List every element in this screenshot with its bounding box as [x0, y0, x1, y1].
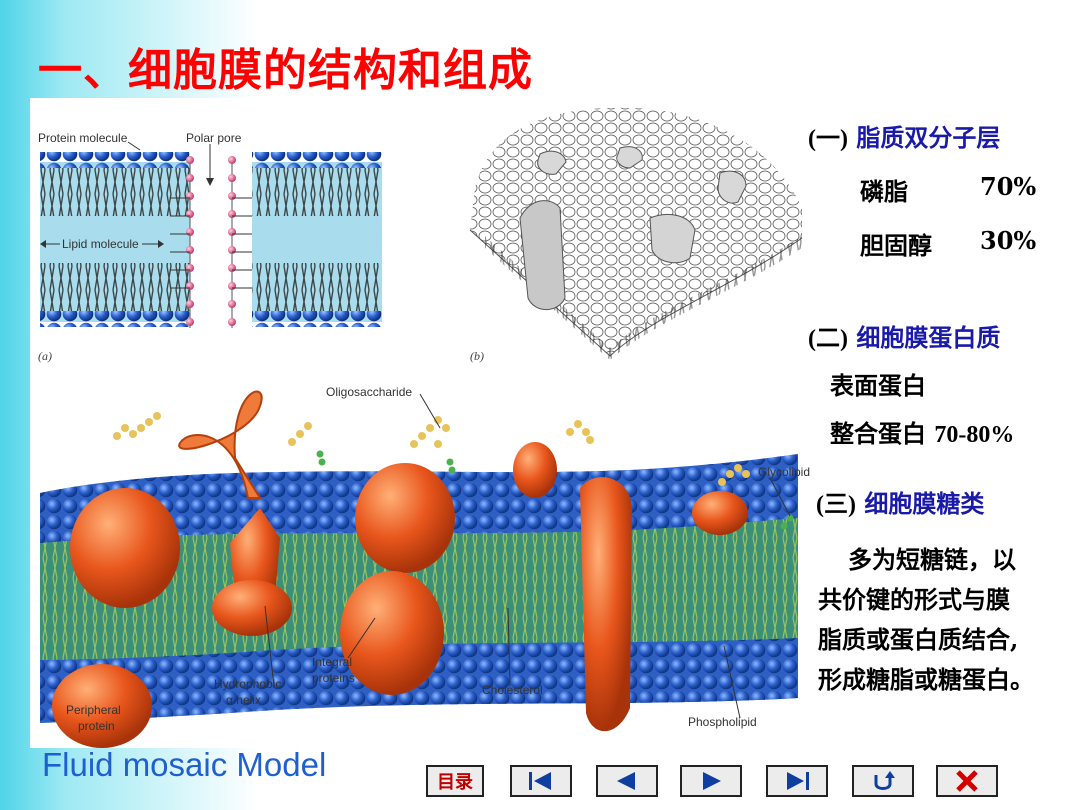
section-2-heading: (二) 细胞膜蛋白质 — [808, 318, 1000, 353]
section-1-row-phospholipid-label: 磷脂 — [860, 177, 908, 206]
label-polar-pore: Polar pore — [186, 131, 242, 145]
section-3-heading: (三) 细胞膜糖类 — [816, 484, 984, 519]
section-3-line-4: 形成糖脂或糖蛋白。 — [818, 665, 1034, 694]
section-1-heading: (一) 脂质双分子层 — [808, 118, 1000, 153]
model-caption: Fluid mosaic Model — [42, 746, 327, 783]
section-2-title: 细胞膜蛋白质 — [856, 323, 1001, 352]
section-3-line-2: 共价键的形式与膜 — [818, 585, 1010, 614]
label-phospholipid: Phospholipid — [688, 715, 757, 729]
label-lipid-molecule: Lipid molecule — [62, 237, 139, 251]
close-icon — [956, 770, 978, 792]
return-icon — [874, 771, 895, 790]
prev-slide-button[interactable] — [596, 765, 658, 797]
label-protein: protein — [78, 719, 115, 733]
last-slide-button[interactable] — [766, 765, 828, 797]
label-cholesterol: Cholesterol — [482, 683, 543, 697]
label-oligosaccharide: Oligosaccharide — [326, 385, 412, 399]
section-3-number: (三) — [816, 492, 856, 518]
label-integral: Integral — [312, 655, 352, 669]
section-2-item-integral-label: 整合蛋白 — [830, 419, 926, 448]
section-2-item-integral-value: 70-80% — [934, 422, 1015, 448]
section-1-number: (一) — [808, 126, 848, 152]
panel-a-diagram — [40, 141, 382, 328]
panel-c-diagram — [40, 390, 798, 748]
label-proteins: proteins — [312, 671, 355, 685]
panel-a-tag: (a) — [38, 349, 52, 363]
panel-b-tag: (b) — [470, 349, 484, 363]
prev-icon — [617, 772, 635, 790]
menu-button[interactable]: 目录 — [426, 765, 484, 797]
membrane-illustration: Protein molecule Polar pore Lipid molecu… — [38, 107, 810, 748]
label-peripheral: Peripheral — [66, 703, 121, 717]
membrane-figure: Protein molecule Polar pore Lipid molecu… — [30, 98, 820, 748]
return-button[interactable] — [852, 765, 914, 797]
close-button[interactable] — [936, 765, 998, 797]
section-3-title: 细胞膜糖类 — [864, 489, 985, 518]
section-2-number: (二) — [808, 326, 848, 352]
section-1-row-cholesterol-label: 胆固醇 — [860, 231, 932, 260]
section-1-title: 脂质双分子层 — [856, 123, 1001, 152]
section-1-row-cholesterol-value: 30% — [980, 226, 1037, 255]
first-slide-button[interactable] — [510, 765, 572, 797]
label-alpha-helix: α helix — [226, 693, 261, 707]
next-slide-button[interactable] — [680, 765, 742, 797]
section-2-item-integral-protein: 整合蛋白 70-80% — [830, 414, 1014, 449]
label-hydrophobic: Hydrophobic — [214, 677, 281, 691]
label-protein-molecule: Protein molecule — [38, 131, 128, 145]
last-icon — [787, 772, 809, 790]
section-3-line-3: 脂质或蛋白质结合, — [818, 625, 1019, 654]
label-glycolipid: Glycolipid — [758, 465, 810, 479]
first-icon — [529, 772, 551, 790]
section-1-row-phospholipid-value: 70% — [980, 172, 1037, 201]
next-icon — [703, 772, 721, 790]
slide-title: 一、细胞膜的结构和组成 — [38, 45, 533, 96]
section-3-line-1: 多为短糖链，以 — [848, 545, 1016, 574]
panel-b-diagram — [469, 107, 803, 360]
section-2-item-surface-protein: 表面蛋白 — [830, 371, 926, 400]
